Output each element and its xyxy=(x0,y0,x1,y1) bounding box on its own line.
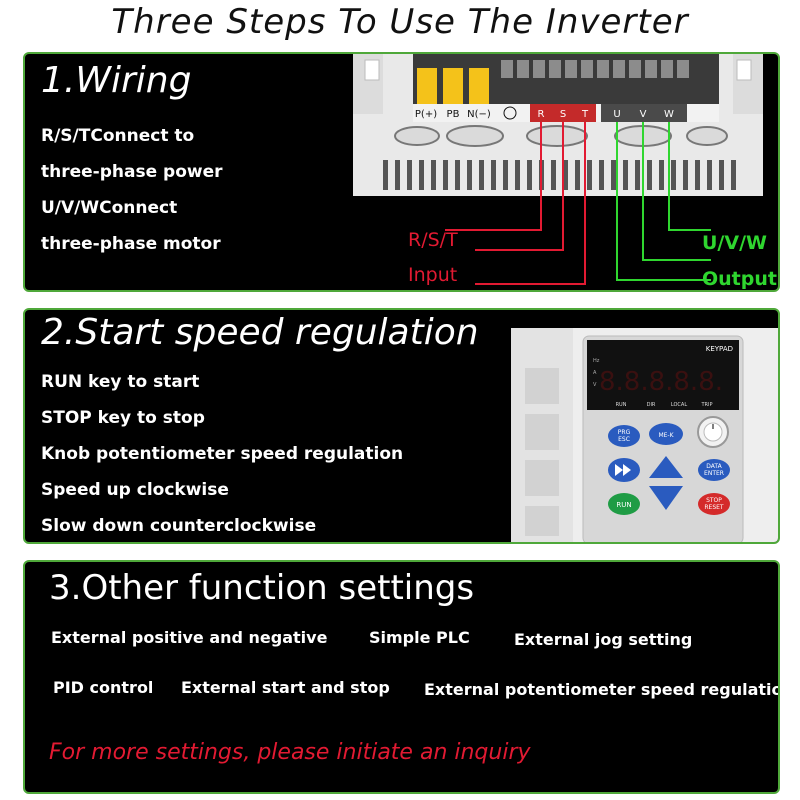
up-arrow-icon xyxy=(649,456,683,478)
me-k-button[interactable]: ME-K xyxy=(649,423,683,445)
function-item: Simple PLC xyxy=(369,628,470,647)
indicator-label: RUN xyxy=(616,402,627,408)
wiring-panel: 1.Wiring R/S/TConnect to three-phase pow… xyxy=(23,52,780,292)
down-button[interactable] xyxy=(649,486,683,510)
input-label: R/S/T xyxy=(408,229,458,251)
terminal-label: R xyxy=(538,109,545,120)
speed-panel: 2.Start speed regulation RUN key to star… xyxy=(23,308,780,544)
wiring-heading: 1.Wiring xyxy=(41,60,192,101)
indicator-label: TRIP xyxy=(700,402,712,408)
input-caption: Input xyxy=(408,264,458,286)
svg-text:PRG: PRG xyxy=(618,429,631,436)
indicator-label: LOCAL xyxy=(671,402,687,408)
terminal-label: PB xyxy=(447,109,460,120)
keypad-illustration: KEYPAD Hz A V 8.8.8.8.8. RUN DIR LOCAL T… xyxy=(511,328,778,542)
wiring-line: R/S/TConnect to xyxy=(41,126,195,146)
speed-line: STOP key to stop xyxy=(41,408,205,428)
down-arrow-icon xyxy=(649,486,683,510)
page-title: Three Steps To Use The Inverter xyxy=(111,2,689,42)
svg-text:STOP: STOP xyxy=(706,497,722,504)
output-label: U/V/W xyxy=(702,232,767,254)
terminal-label: S xyxy=(560,109,566,120)
data-enter-button[interactable]: DATA ENTER xyxy=(698,459,730,481)
function-item: External start and stop xyxy=(181,678,390,697)
wiring-line: three-phase motor xyxy=(41,234,221,254)
output-wires xyxy=(616,122,711,281)
svg-text:DATA: DATA xyxy=(706,463,722,470)
output-caption: Output xyxy=(702,268,777,290)
speed-heading: 2.Start speed regulation xyxy=(41,312,479,353)
indicator-label: DIR xyxy=(647,402,656,408)
unit-label: A xyxy=(593,370,597,376)
function-item: PID control xyxy=(53,678,154,697)
wiring-line: three-phase power xyxy=(41,162,223,182)
wiring-line: U/V/WConnect xyxy=(41,198,178,218)
svg-text:ENTER: ENTER xyxy=(704,470,724,477)
run-button[interactable]: RUN xyxy=(608,493,640,515)
svg-text:ESC: ESC xyxy=(618,436,630,443)
svg-text:ME-K: ME-K xyxy=(658,432,674,439)
terminal-block-illustration: P(+) PB N(−) R S T U V W xyxy=(353,54,763,285)
speed-line: Knob potentiometer speed regulation xyxy=(41,444,404,464)
svg-text:RESET: RESET xyxy=(704,504,724,511)
terminal-label: P(+) xyxy=(415,109,437,120)
keypad-brand: KEYPAD xyxy=(706,345,733,353)
stop-reset-button[interactable]: STOP RESET xyxy=(698,493,730,515)
terminal-label: W xyxy=(664,109,674,120)
unit-label: Hz xyxy=(593,358,600,364)
terminal-label: N(−) xyxy=(467,109,491,120)
svg-text:RUN: RUN xyxy=(616,501,631,509)
keypad-display: 8.8.8.8.8. xyxy=(599,367,723,397)
up-button[interactable] xyxy=(649,456,683,478)
inquiry-note: For more settings, please initiate an in… xyxy=(49,740,531,765)
unit-label: V xyxy=(593,382,597,388)
fast-forward-icon xyxy=(615,464,623,476)
terminal-label: V xyxy=(640,109,647,120)
functions-panel: 3.Other function settings External posit… xyxy=(23,560,780,794)
function-item: External jog setting xyxy=(514,630,693,649)
terminal-label: U xyxy=(613,109,620,120)
speed-knob[interactable] xyxy=(697,416,729,448)
function-item: External positive and negative xyxy=(51,628,328,647)
prg-esc-button[interactable]: PRG ESC xyxy=(608,425,640,447)
function-item: External potentiometer speed regulation xyxy=(424,680,780,699)
speed-line: RUN key to start xyxy=(41,372,200,392)
ground-icon xyxy=(503,106,517,120)
speed-line: Speed up clockwise xyxy=(41,480,229,500)
terminal-label: T xyxy=(581,109,589,120)
functions-heading: 3.Other function settings xyxy=(49,568,475,608)
speed-line: Slow down counterclockwise xyxy=(41,516,317,536)
shift-button[interactable] xyxy=(608,458,640,482)
input-wires xyxy=(445,122,586,285)
